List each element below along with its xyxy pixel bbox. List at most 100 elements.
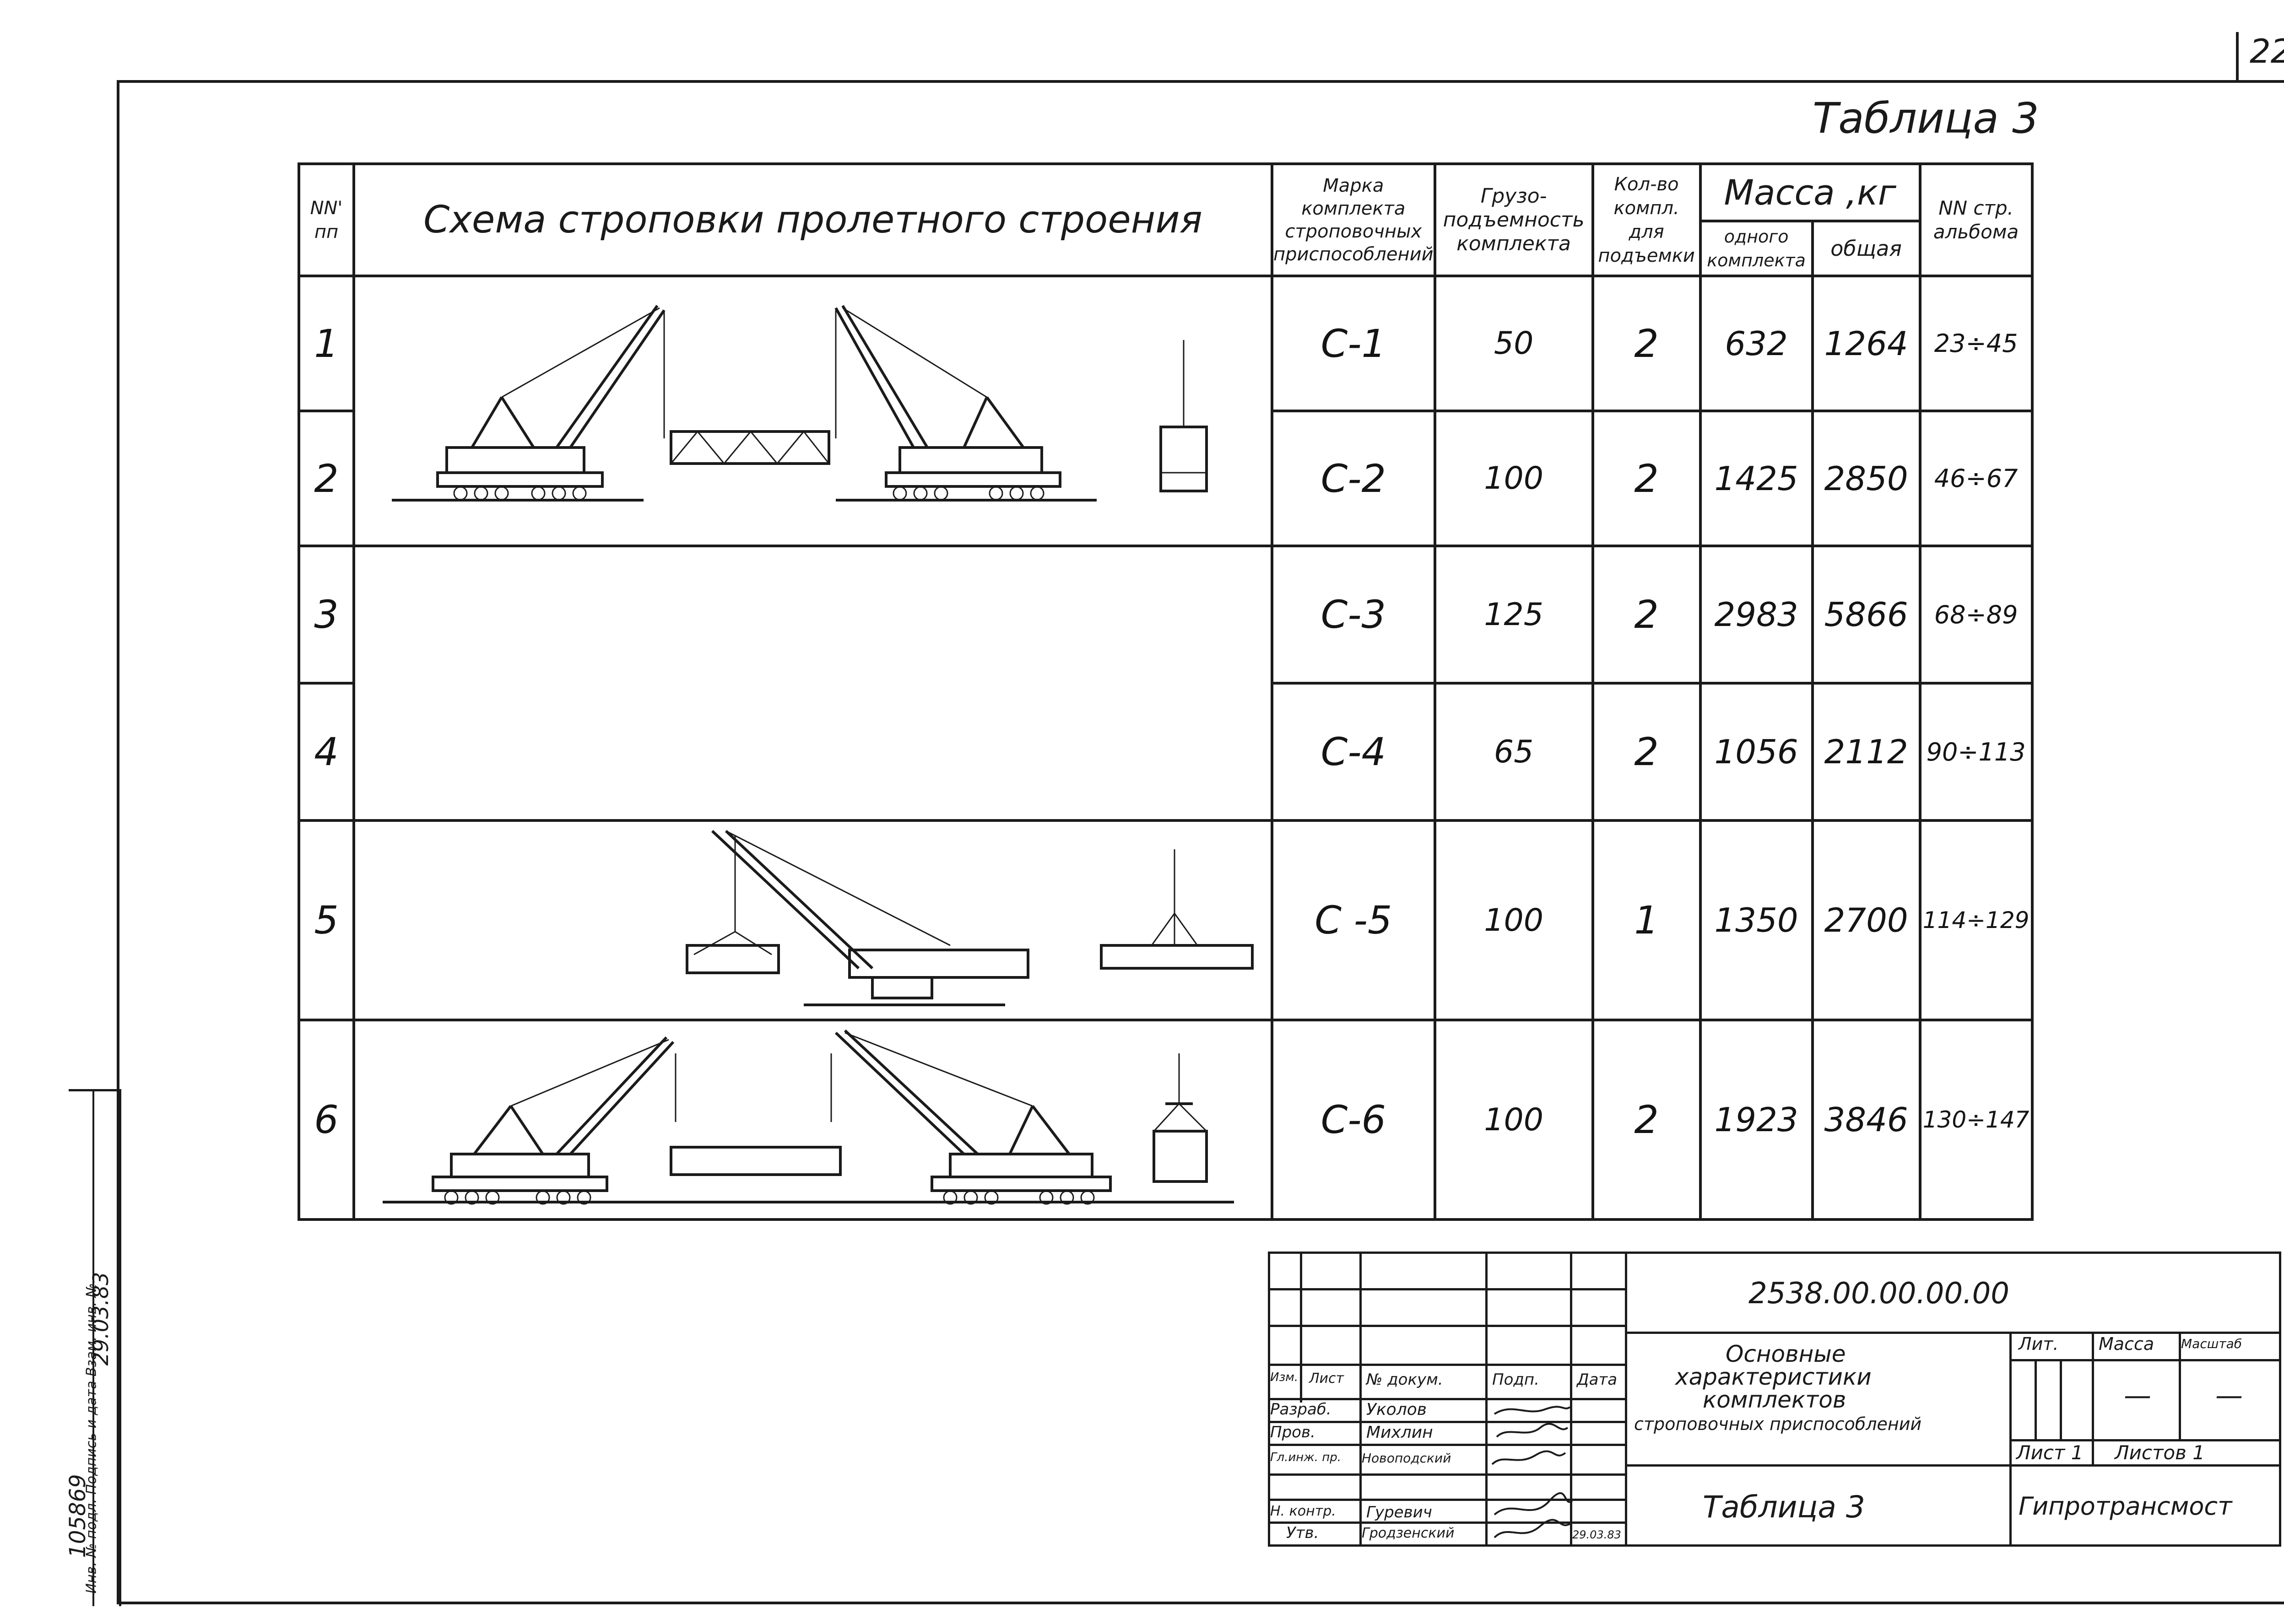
name-norm-control: Гуревич bbox=[1366, 1503, 1432, 1521]
sheet-title: Таблица 3 bbox=[1703, 1489, 1865, 1525]
col-label-izm: Изм. bbox=[1270, 1370, 1299, 1384]
header-mass-one: одного комплекта bbox=[1699, 220, 1814, 277]
row-mass-total: 2850 bbox=[1811, 410, 1921, 547]
row-mass-total: 2112 bbox=[1811, 682, 1921, 822]
row-mass-total: 2700 bbox=[1811, 819, 1921, 1021]
row-capacity: 50 bbox=[1433, 275, 1594, 412]
col-label-sign: Подп. bbox=[1492, 1370, 1539, 1389]
table-caption: Таблица 3 bbox=[1813, 94, 2039, 143]
col-label-date: Дата bbox=[1577, 1370, 1618, 1389]
mass-value: — bbox=[2124, 1380, 2151, 1412]
role-checker: Пров. bbox=[1270, 1423, 1315, 1441]
col-label-doc: № докум. bbox=[1366, 1370, 1443, 1389]
table-row: 6 bbox=[298, 1019, 2034, 1221]
drawing-code: 2538.00.00.00.00 bbox=[1748, 1277, 2009, 1311]
name-approver: Гродзенский bbox=[1362, 1525, 1455, 1541]
title-block: 2538.00.00.00.00 Основные характеристики… bbox=[1268, 1252, 2281, 1547]
frame-left bbox=[117, 80, 119, 1604]
row-pages: 46÷67 bbox=[1918, 410, 2034, 547]
characteristics-table: NN' пп Схема строповки пролетного строен… bbox=[298, 162, 2034, 1221]
row-mass-one: 1350 bbox=[1699, 819, 1814, 1021]
row-count: 2 bbox=[1591, 275, 1702, 412]
name-chief-engineer: Новоподский bbox=[1362, 1451, 1451, 1466]
header-num: NN' пп bbox=[298, 162, 355, 277]
row-mass-one: 1425 bbox=[1699, 410, 1814, 547]
frame-top bbox=[117, 80, 2284, 83]
approval-date: 29.03.83 bbox=[1572, 1528, 1621, 1541]
row-mass-one: 1923 bbox=[1699, 1019, 1814, 1221]
row-capacity: 100 bbox=[1433, 819, 1594, 1021]
header-count: Кол-во компл. для подъемки bbox=[1591, 162, 1702, 277]
row-mass-total: 3846 bbox=[1811, 1019, 1921, 1221]
single-crane-drawing bbox=[686, 830, 1254, 1006]
row-mark: С -5 bbox=[1271, 819, 1436, 1021]
drawing-name-line3: комплектов bbox=[1703, 1387, 1846, 1413]
page-number-divider bbox=[2236, 32, 2239, 82]
row-mark: С-6 bbox=[1271, 1019, 1436, 1221]
row-num: 4 bbox=[298, 682, 355, 822]
scheme-cell-3-4-empty bbox=[352, 545, 1273, 822]
col-label-list: Лист bbox=[1309, 1370, 1344, 1387]
header-mark: Марка комплекта строповочных приспособле… bbox=[1271, 162, 1436, 277]
row-mass-total: 5866 bbox=[1811, 545, 1921, 685]
row-pages: 90÷113 bbox=[1918, 682, 2034, 822]
row-capacity: 100 bbox=[1433, 410, 1594, 547]
table-row: 5 С -5 100 1 1350 2700 114÷129 bbox=[298, 819, 2034, 1021]
drawing-name-line4: строповочных приспособлений bbox=[1634, 1414, 1922, 1434]
scheme-cell-6 bbox=[352, 1019, 1273, 1221]
row-num: 1 bbox=[298, 275, 355, 412]
header-mass-total: общая bbox=[1811, 220, 1921, 277]
scale-value: — bbox=[2215, 1380, 2243, 1412]
row-count: 2 bbox=[1591, 410, 1702, 547]
role-norm-control: Н. контр. bbox=[1270, 1503, 1336, 1519]
scheme-cell-5 bbox=[352, 819, 1273, 1021]
header-mass: Масса ,кг bbox=[1699, 162, 1921, 222]
row-capacity: 125 bbox=[1433, 545, 1594, 685]
row-mark: С-2 bbox=[1271, 410, 1436, 547]
mass-label: Масса bbox=[2099, 1334, 2154, 1354]
row-mark: С-1 bbox=[1271, 275, 1436, 412]
header-capacity: Грузо- подъемность комплекта bbox=[1433, 162, 1594, 277]
row-num: 6 bbox=[298, 1019, 355, 1221]
row-mark: С-4 bbox=[1271, 682, 1436, 822]
drawing-name-line2: характеристики bbox=[1675, 1364, 1872, 1390]
role-chief-engineer: Гл.инж. пр. bbox=[1270, 1451, 1341, 1464]
name-checker: Михлин bbox=[1366, 1423, 1433, 1442]
role-approver: Утв. bbox=[1286, 1524, 1319, 1542]
row-mark: С-3 bbox=[1271, 545, 1436, 685]
row-num: 5 bbox=[298, 819, 355, 1021]
drawing-name-line1: Основные bbox=[1726, 1341, 1846, 1367]
table-row: 1 bbox=[298, 275, 2034, 547]
row-pages: 68÷89 bbox=[1918, 545, 2034, 685]
role-developer: Разраб. bbox=[1270, 1400, 1331, 1419]
crane-pair-beam-drawing bbox=[383, 1029, 1234, 1205]
scheme-cell-1-2 bbox=[352, 275, 1273, 547]
sheet-label: Лист 1 bbox=[2016, 1441, 2084, 1464]
side-stamp-date: 29.03.83 bbox=[88, 1272, 113, 1366]
page-number: 22 bbox=[2250, 32, 2284, 70]
header-scheme: Схема строповки пролетного строения bbox=[352, 162, 1273, 277]
row-pages: 130÷147 bbox=[1918, 1019, 2034, 1221]
row-mass-one: 2983 bbox=[1699, 545, 1814, 685]
organization: Гипротрансмост bbox=[2019, 1492, 2232, 1521]
row-capacity: 100 bbox=[1433, 1019, 1594, 1221]
side-stamp: Инв. № подл. Подпись и дата Взам. инв. №… bbox=[65, 1089, 121, 1606]
side-stamp-inv: 105869 bbox=[65, 1474, 91, 1558]
sheets-label: Листов 1 bbox=[2115, 1441, 2205, 1464]
row-num: 2 bbox=[298, 410, 355, 547]
row-count: 2 bbox=[1591, 1019, 1702, 1221]
signatures bbox=[1491, 1406, 1573, 1538]
row-mass-one: 1056 bbox=[1699, 682, 1814, 822]
scale-label: Масштаб bbox=[2181, 1336, 2242, 1351]
row-count: 2 bbox=[1591, 682, 1702, 822]
row-count: 2 bbox=[1591, 545, 1702, 685]
table-row: 2 С-2 100 2 1425 2850 46÷67 bbox=[298, 410, 2034, 547]
header-pages: NN стр. альбома bbox=[1918, 162, 2034, 277]
row-count: 1 bbox=[1591, 819, 1702, 1021]
crane-pair-truss-drawing bbox=[392, 305, 1208, 502]
lit-label: Лит. bbox=[2019, 1334, 2059, 1354]
row-pages: 114÷129 bbox=[1918, 819, 2034, 1021]
row-pages: 23÷45 bbox=[1918, 275, 2034, 412]
row-capacity: 65 bbox=[1433, 682, 1594, 822]
row-mass-one: 632 bbox=[1699, 275, 1814, 412]
